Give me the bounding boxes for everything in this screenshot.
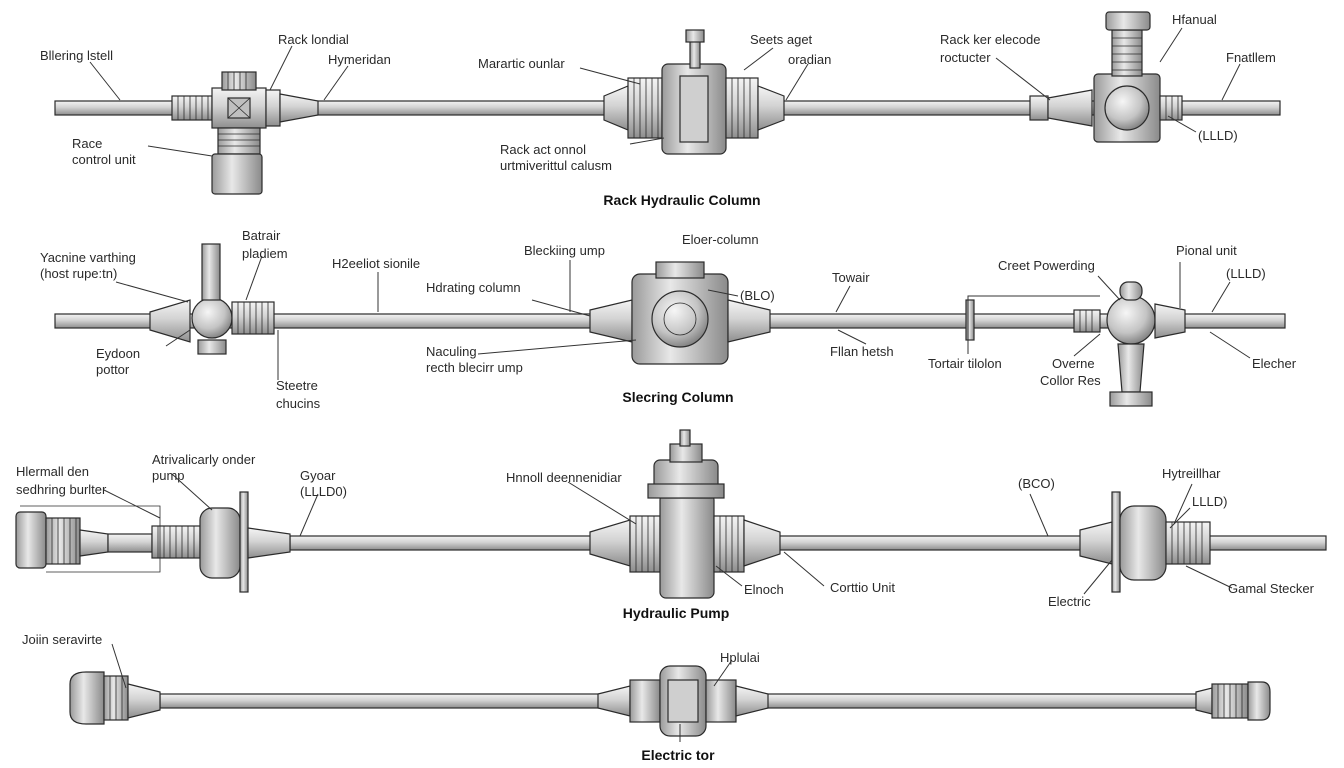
left-end-assembly — [15, 491, 291, 593]
row-steering-column — [54, 243, 1286, 407]
label: Creet Powerding — [998, 258, 1095, 273]
row-title: Slecring Column — [622, 389, 733, 405]
center-pump-block — [589, 261, 771, 365]
right-end-cap — [1195, 681, 1271, 721]
label: pump — [152, 468, 185, 483]
rack-housing-right — [1029, 11, 1183, 143]
label: Naculing — [426, 344, 477, 359]
label: control unit — [72, 152, 136, 167]
label: Fnatllem — [1226, 50, 1276, 65]
label: Electric — [1048, 594, 1091, 609]
label: Hplulai — [720, 650, 760, 665]
label: (BCO) — [1018, 476, 1055, 491]
label: (LLLD0) — [300, 484, 347, 499]
label: Rack act onnol — [500, 142, 586, 157]
label: Corttio Unit — [830, 580, 895, 595]
right-joint — [965, 281, 1186, 407]
row-title: Rack Hydraulic Column — [603, 192, 760, 208]
label: Fllan hetsh — [830, 344, 894, 359]
center-motor — [597, 665, 769, 737]
label: (LLLD) — [1226, 266, 1266, 281]
row-hydraulic-pump — [15, 429, 1327, 599]
bellows — [171, 95, 213, 121]
label: recth blecirr ump — [426, 360, 523, 375]
row-rack-hydraulic-column — [54, 11, 1281, 195]
center-pump-tower — [589, 429, 781, 599]
label: roctucter — [940, 50, 991, 65]
label: Joiin seravirte — [22, 632, 102, 647]
label: Atrivalicarly onder — [152, 452, 256, 467]
label: Hymeridan — [328, 52, 391, 67]
label: (host rupe:tn) — [40, 266, 117, 281]
label: Collor Res — [1040, 373, 1101, 388]
label: Hytreillhar — [1162, 466, 1221, 481]
label: Race — [72, 136, 102, 151]
label: Hnnoll deennenidiar — [506, 470, 622, 485]
right-end-assembly — [1079, 491, 1211, 593]
label: pottor — [96, 362, 130, 377]
label: Towair — [832, 270, 870, 285]
row-title: Hydraulic Pump — [623, 605, 730, 621]
row-electric-motor — [69, 643, 1271, 742]
row-title: Electric tor — [641, 747, 715, 763]
rack-housing-left — [211, 71, 319, 195]
label: Hdrating column — [426, 280, 521, 295]
label: Rack londial — [278, 32, 349, 47]
left-end-cap — [69, 671, 161, 725]
label: H2eeliot sionile — [332, 256, 420, 271]
label: Bleckiing ump — [524, 243, 605, 258]
label: Bllering lstell — [40, 48, 113, 63]
label: Elecher — [1252, 356, 1297, 371]
labels: Bllering lstell Rack londial Hymeridan R… — [16, 12, 1315, 763]
label: LLLD) — [1192, 494, 1227, 509]
label: pladiem — [242, 246, 288, 261]
label: Elnoch — [744, 582, 784, 597]
label: chucins — [276, 396, 321, 411]
label: Steetre — [276, 378, 318, 393]
center-valve-housing — [603, 29, 785, 155]
label: Seets aget — [750, 32, 813, 47]
label: Eydoon — [96, 346, 140, 361]
label: Hlermall den — [16, 464, 89, 479]
label: urtmiverittul calusm — [500, 158, 612, 173]
left-joint — [149, 243, 275, 355]
label: Tortair tilolon — [928, 356, 1002, 371]
label: Overne — [1052, 356, 1095, 371]
label: Batrair — [242, 228, 281, 243]
label: Gyoar — [300, 468, 336, 483]
label: oradian — [788, 52, 831, 67]
label: Eloer-column — [682, 232, 759, 247]
label: Gamal Stecker — [1228, 581, 1315, 596]
label: Rack ker elecode — [940, 32, 1040, 47]
label: Yacnine varthing — [40, 250, 136, 265]
label: Hfanual — [1172, 12, 1217, 27]
label: sedhring burlter — [16, 482, 107, 497]
label: Pional unit — [1176, 243, 1237, 258]
label: Marartic ounlar — [478, 56, 565, 71]
label: (LLLD) — [1198, 128, 1238, 143]
label: (BLO) — [740, 288, 775, 303]
